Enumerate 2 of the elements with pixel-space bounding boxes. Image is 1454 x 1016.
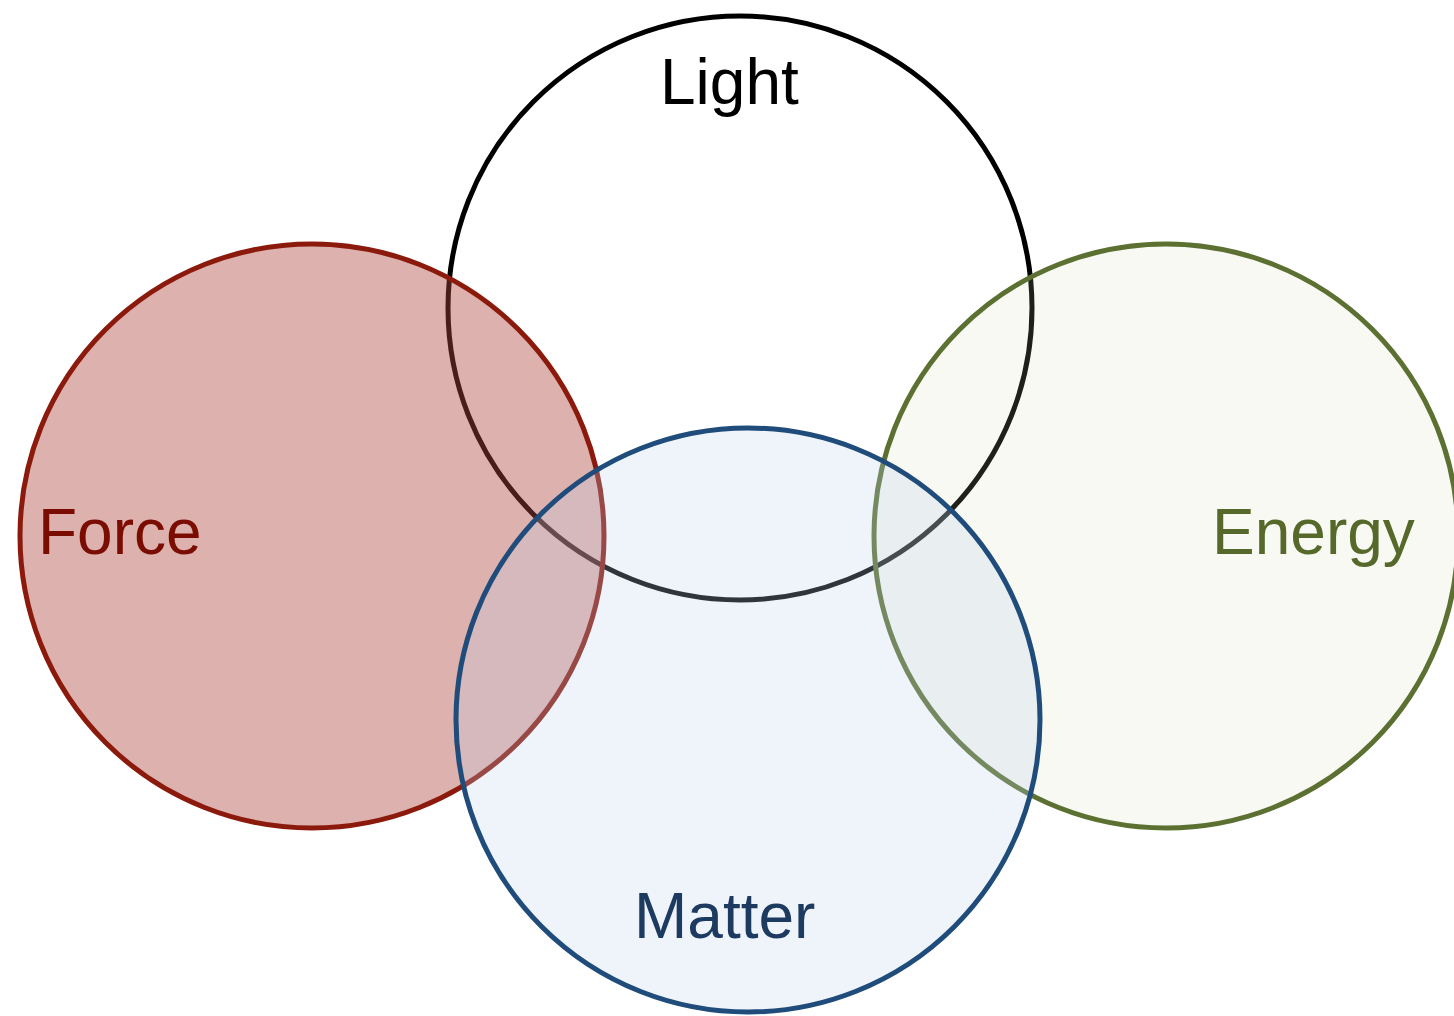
set-label: Force bbox=[38, 500, 202, 564]
set-label: Matter bbox=[634, 884, 816, 948]
